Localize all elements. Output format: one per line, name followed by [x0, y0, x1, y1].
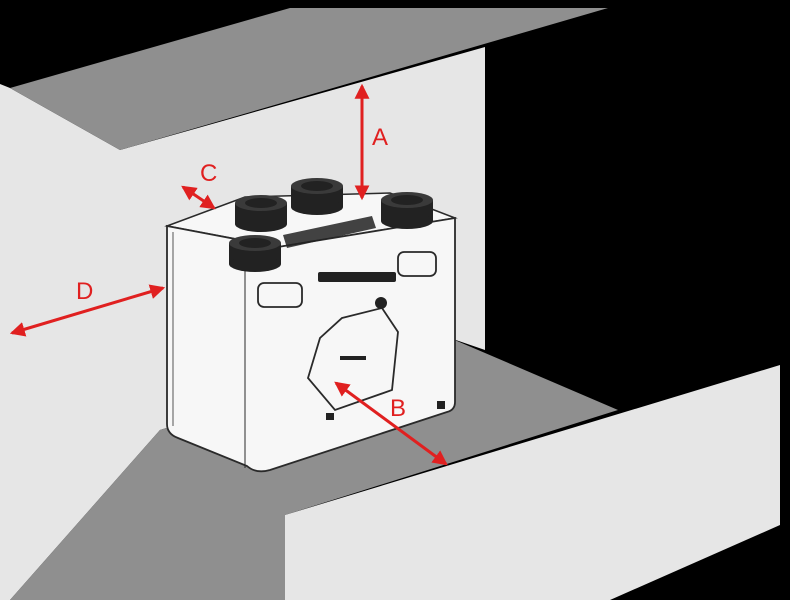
dimension-arrows [9, 83, 448, 466]
dimension-c-label: C [200, 160, 217, 187]
dimension-a-label: A [372, 124, 388, 151]
duct-spigot-right [381, 192, 433, 229]
right-handle-recess [397, 251, 437, 277]
dimension-c-arrow [181, 185, 216, 210]
left-wall [0, 84, 10, 600]
access-panel-label [340, 356, 366, 360]
floor-front-step [285, 365, 780, 600]
dimension-d-arrow [9, 284, 166, 337]
condensate-port [375, 297, 387, 309]
left-handle-recess [257, 282, 303, 308]
floor [10, 338, 618, 600]
dimension-d-label: D [76, 278, 93, 305]
ceiling-slab [10, 8, 608, 150]
duct-spigot-back-left [235, 195, 287, 232]
duct-spigot-front [229, 235, 281, 272]
display-slot [318, 272, 396, 282]
dimension-b-arrow [334, 381, 448, 466]
bottom-notch-right [437, 401, 445, 409]
dimension-b-label: B [390, 395, 406, 422]
bottom-notch-left [326, 413, 334, 420]
duct-spigot-back-center [291, 178, 343, 215]
control-panel [283, 216, 376, 248]
